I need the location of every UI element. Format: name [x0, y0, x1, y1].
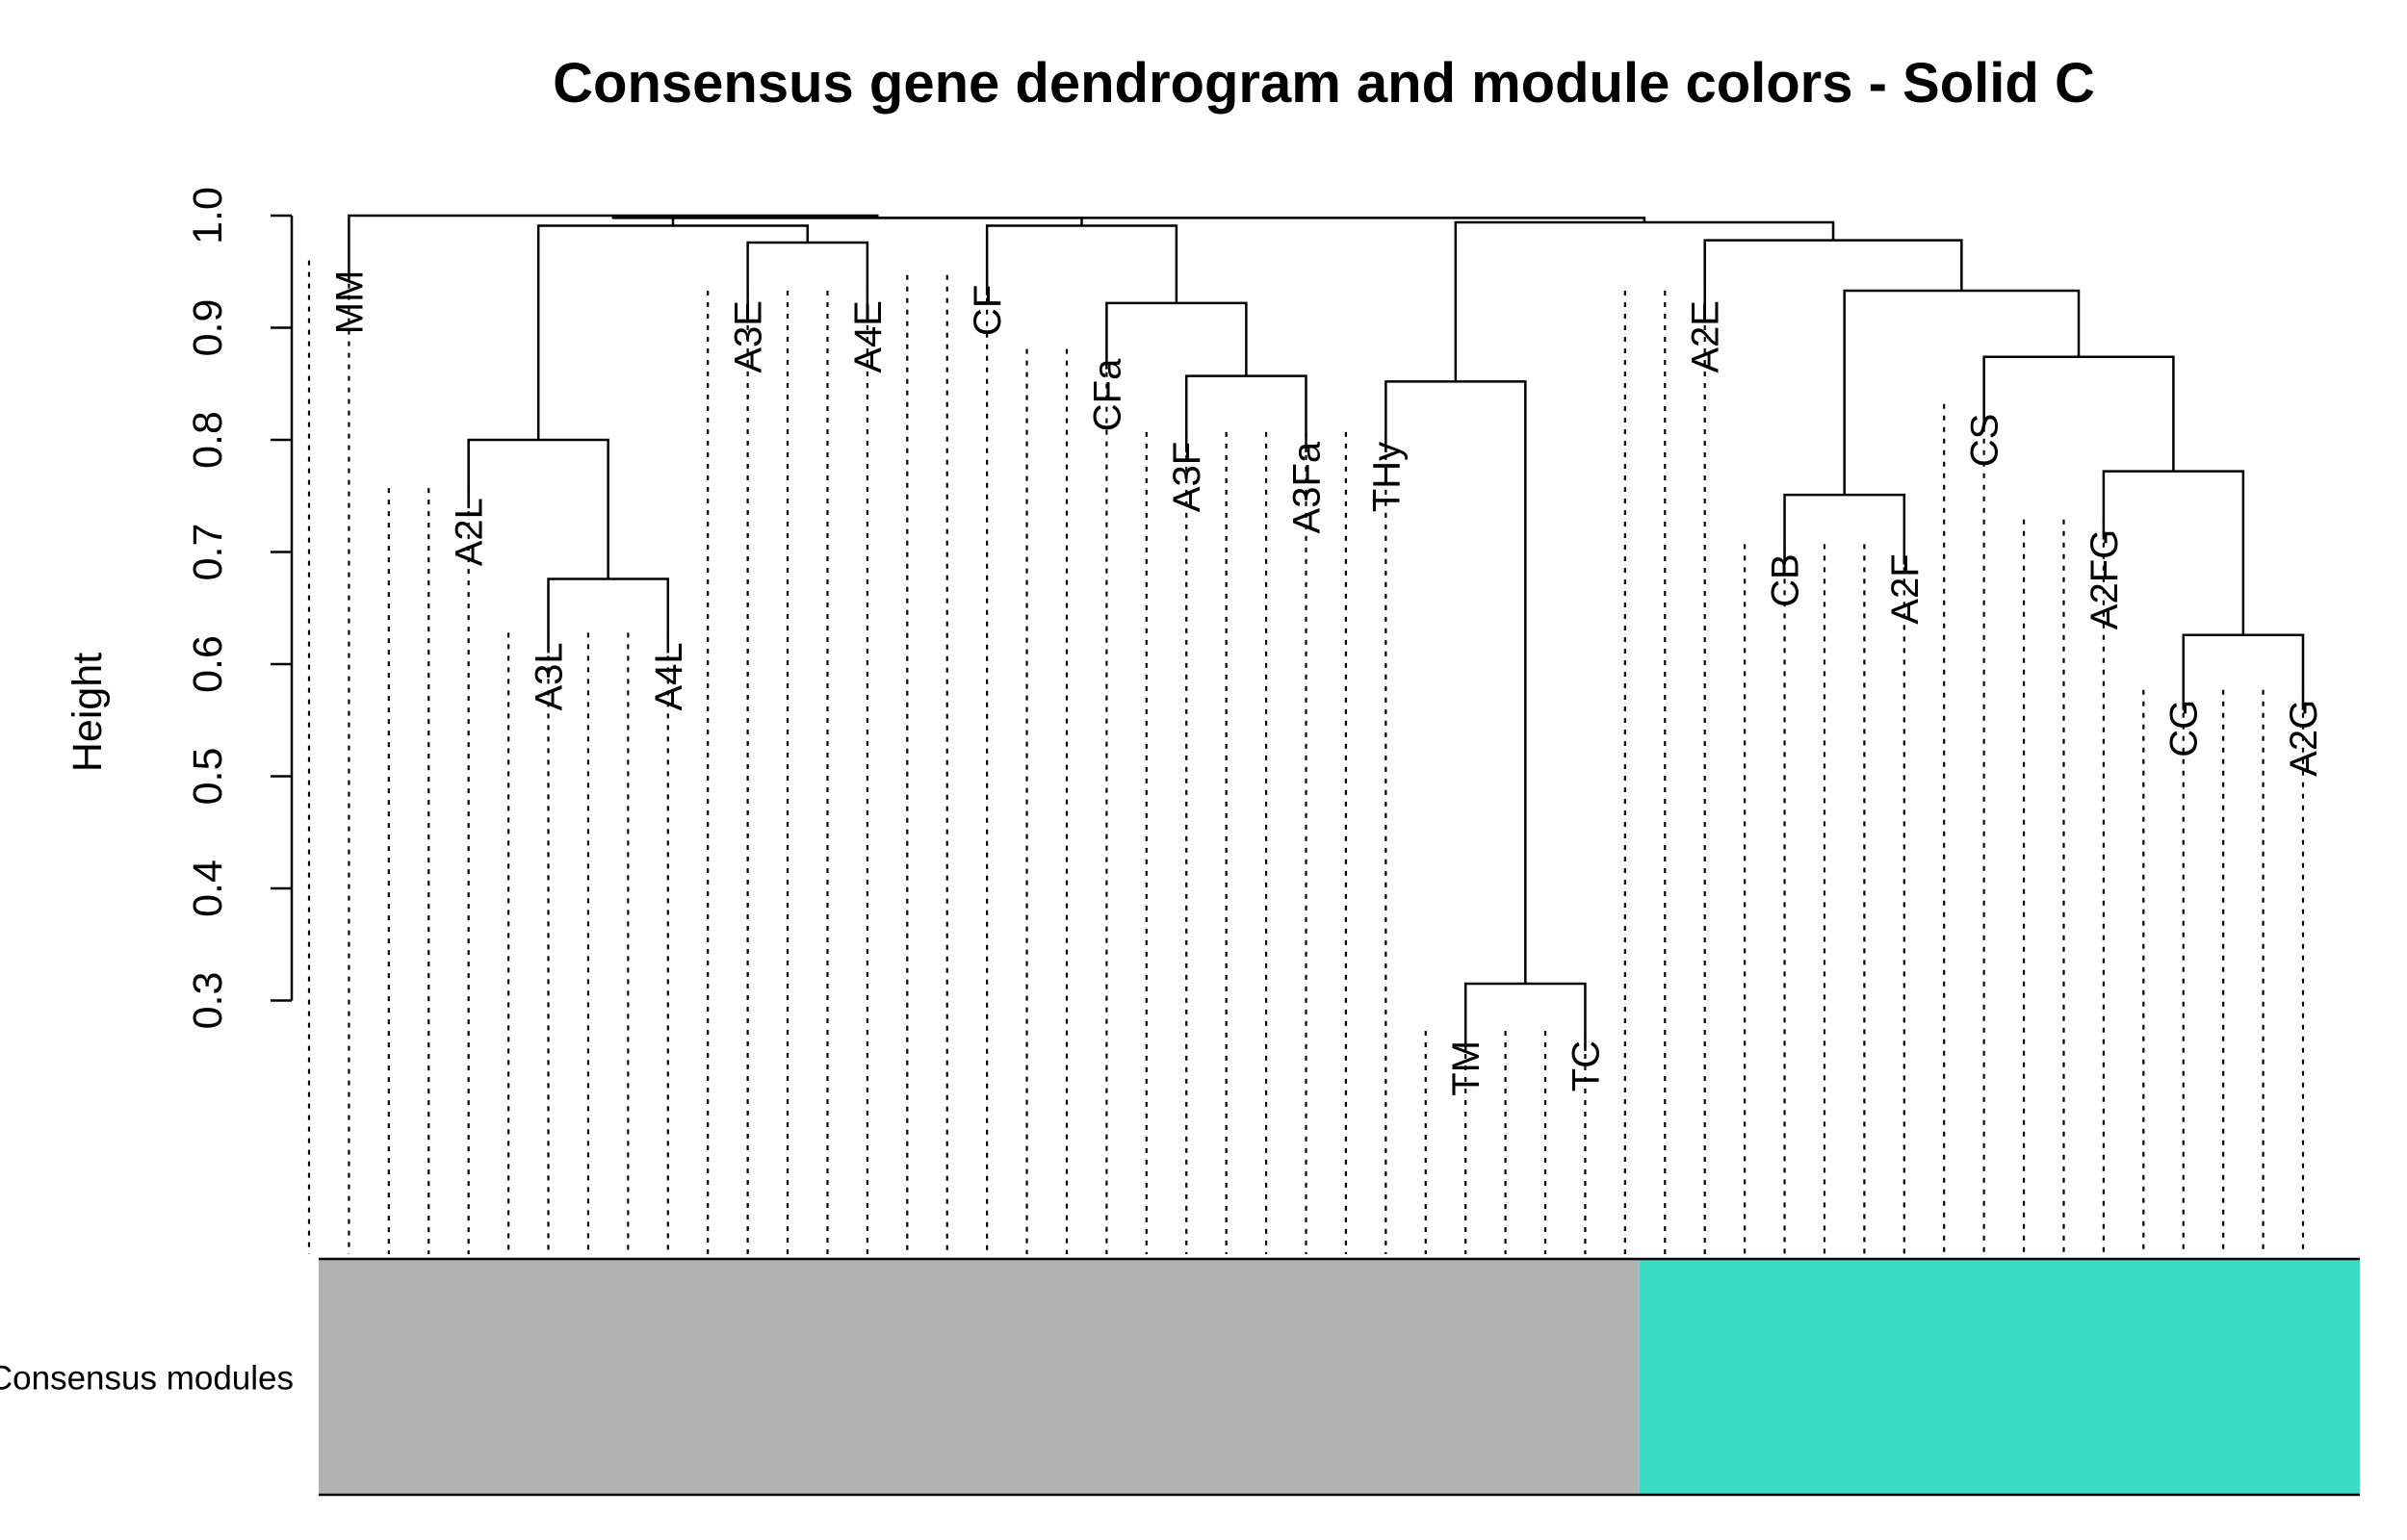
- leaf-label: A2E: [1685, 300, 1727, 373]
- dendrogram-merge: [1463, 982, 1587, 1051]
- color-row-label: Consensus modules: [0, 1360, 294, 1398]
- y-axis-label: Height: [65, 653, 111, 772]
- leaf-label: CFa: [1086, 358, 1128, 431]
- module-color-segment: [319, 1259, 1640, 1495]
- dendrogram-branches: [348, 214, 2305, 1051]
- dendrogram-merge: [1703, 239, 1963, 312]
- leaf-label: A2F: [1884, 553, 1927, 624]
- leaf-label: A2L: [449, 498, 491, 566]
- y-tick-label: 0.6: [185, 635, 231, 693]
- leaf-label: A3L: [529, 642, 571, 710]
- leaf-label: A3E: [728, 300, 770, 373]
- dendrogram-merge: [1184, 374, 1307, 452]
- leaf-label: MM: [328, 270, 371, 335]
- leaf-label: A4E: [847, 300, 890, 373]
- dendrogram-merge: [1982, 355, 2175, 472]
- dendrogram-merge: [1454, 220, 1835, 382]
- module-color-segment: [1639, 1259, 2360, 1495]
- y-tick-label: 0.9: [185, 299, 231, 357]
- leaf-label: TC: [1565, 1040, 1607, 1091]
- dendrogram-merge: [2182, 633, 2305, 710]
- y-tick-label: 0.3: [185, 972, 231, 1030]
- leaf-label: A3F: [1166, 442, 1208, 512]
- y-axis: 0.3 0.4 0.5 0.6 0.7 0.8 0.9 1.0: [185, 187, 294, 1030]
- y-tick-label: 0.5: [185, 748, 231, 806]
- y-tick-label: 0.4: [185, 860, 231, 917]
- leaf-label: A2G: [2283, 700, 2325, 777]
- leaf-label: A2FG: [2083, 529, 2126, 629]
- leaf-label: CS: [1964, 414, 2006, 468]
- leaf-label: CF: [967, 285, 1009, 336]
- chart-title: Consensus gene dendrogram and module col…: [553, 52, 2095, 115]
- module-color-bar: Consensus modules: [0, 1257, 2360, 1497]
- leaf-label: A4L: [648, 642, 690, 710]
- y-tick-label: 0.8: [185, 411, 231, 469]
- dendrogram-merge: [611, 216, 1646, 222]
- leaf-label: CG: [2163, 700, 2206, 757]
- leaf-label: THy: [1365, 442, 1408, 512]
- leaf-guide-lines: [307, 260, 2305, 1254]
- leaf-label: A3Fa: [1286, 441, 1329, 533]
- leaf-label: CB: [1765, 553, 1807, 607]
- dendrogram-merge: [1843, 289, 2081, 496]
- y-tick-label: 1.0: [185, 187, 231, 244]
- y-tick-label: 0.7: [185, 524, 231, 581]
- dendrogram-merge: [547, 578, 670, 654]
- dendrogram-merge: [985, 224, 1178, 303]
- leaf-label: TM: [1445, 1040, 1488, 1096]
